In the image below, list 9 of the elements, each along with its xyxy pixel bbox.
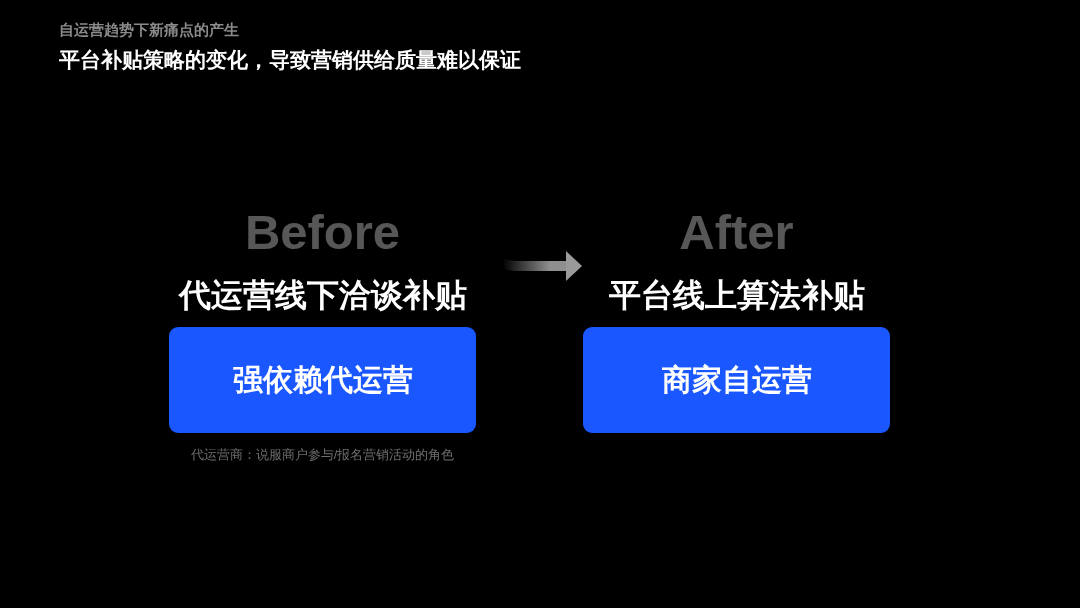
stage-word: Before	[244, 208, 401, 257]
column-heading: 代运营线下洽谈补贴	[178, 278, 467, 312]
stage-word: After	[679, 208, 794, 257]
slide-title: 平台补贴策略的变化，导致营销供给质量难以保证	[59, 48, 521, 72]
result-box: 商家自运营	[583, 327, 890, 433]
note-text: 代运营商：说服商户参与/报名营销活动的角色	[190, 447, 455, 463]
section-label: 自运营趋势下新痛点的产生	[59, 21, 239, 39]
result-box: 强依赖代运营	[169, 327, 476, 433]
column-heading: 平台线上算法补贴	[608, 278, 865, 312]
